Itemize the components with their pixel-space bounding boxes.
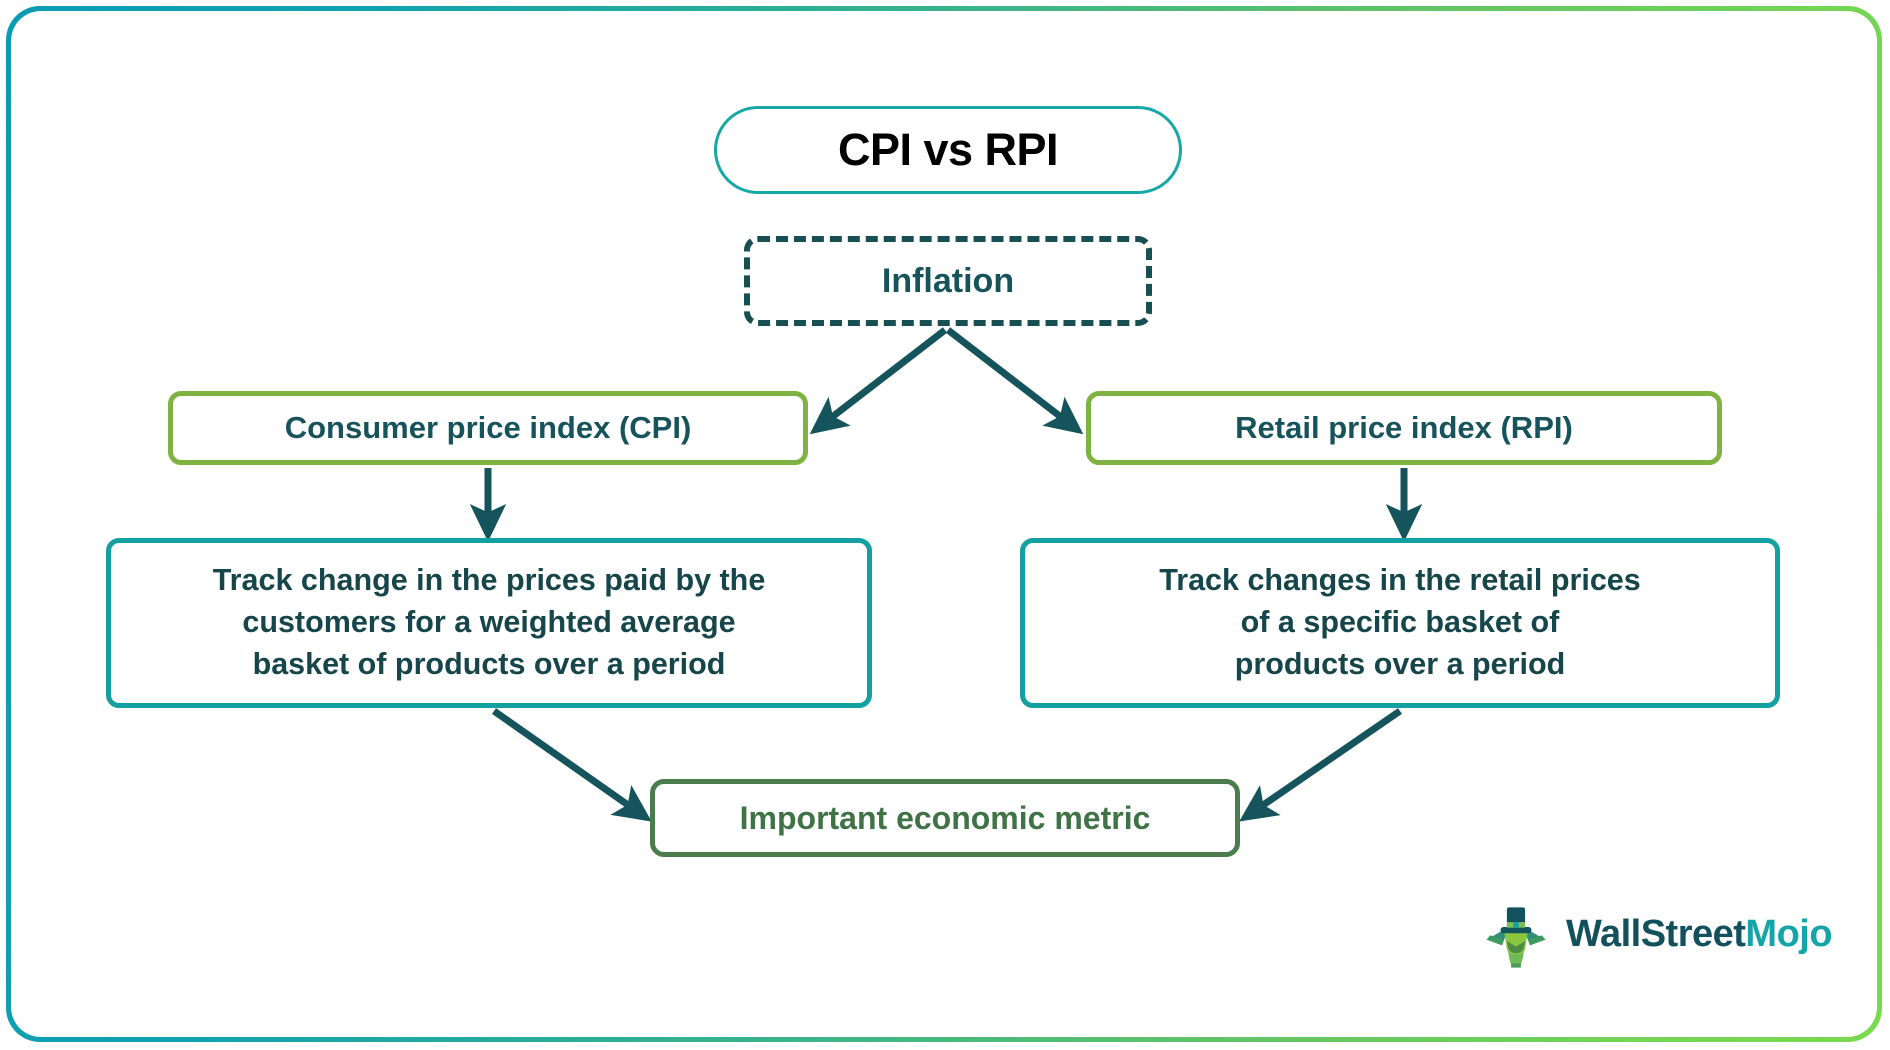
logo-wordmark-primary: WallStreet <box>1566 912 1746 955</box>
node-outcome-label: Important economic metric <box>739 799 1151 836</box>
node-inflation-label: Inflation <box>881 261 1015 300</box>
node-inflation: Inflation <box>744 236 1152 326</box>
wallstreetmojo-logo: WallStreetMojo <box>1480 898 1833 970</box>
logo-wordmark-accent: Mojo <box>1745 912 1833 955</box>
top-hat-mascot-icon <box>1486 907 1546 968</box>
node-important-economic-metric: Important economic metric <box>650 779 1240 857</box>
node-rpi-label: Retail price index (RPI) <box>1235 410 1573 445</box>
logo-wordmark: WallStreetMojo <box>1566 912 1833 956</box>
node-consumer-price-index: Consumer price index (CPI) <box>168 391 808 465</box>
node-retail-price-index: Retail price index (RPI) <box>1086 391 1722 465</box>
node-cpi-label: Consumer price index (CPI) <box>284 410 692 445</box>
node-cpi-description-text: Track change in the prices paid by the c… <box>212 563 766 681</box>
node-rpi-description: Track changes in the retail prices of a … <box>1020 538 1780 708</box>
node-cpi-description: Track change in the prices paid by the c… <box>106 538 872 708</box>
node-rpi-description-text: Track changes in the retail prices of a … <box>1159 563 1641 681</box>
diagram-title-text: CPI vs RPI <box>837 124 1059 175</box>
diagram-title-box: CPI vs RPI <box>714 106 1182 194</box>
